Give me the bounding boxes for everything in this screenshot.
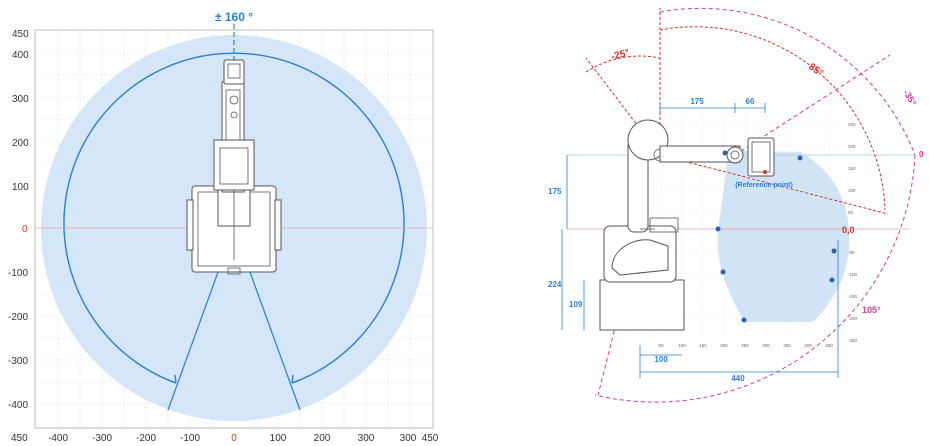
- grid-x-tick: 50: [658, 343, 664, 348]
- grid-y-tick: -150: [848, 294, 858, 299]
- arc-85: [659, 26, 886, 211]
- reference-point-label: (Reference point): [735, 182, 793, 189]
- dim-224: 224: [548, 280, 562, 289]
- x-tick: 300: [358, 433, 375, 444]
- x-tick: 0: [231, 433, 237, 444]
- x-tick: -300: [92, 433, 112, 444]
- reach-point: [722, 150, 728, 156]
- reach-point: [720, 269, 726, 275]
- robot-side-view: [599, 119, 775, 331]
- reach-point: [741, 317, 747, 323]
- y-tick: 450: [12, 29, 29, 40]
- dim-440: 440: [731, 374, 745, 383]
- y-tick: -200: [8, 312, 28, 323]
- rotation-arrow-right: [291, 374, 301, 384]
- dim-175-top: 175: [690, 97, 704, 106]
- grid-x-tick: 400: [804, 343, 812, 348]
- angle-label-105: 105°: [862, 305, 881, 315]
- y-tick: -100: [8, 268, 28, 279]
- x-tick: -100: [180, 433, 200, 444]
- grid-x-tick: 450: [825, 343, 833, 348]
- robot-top-view: [186, 59, 282, 275]
- y-tick: 200: [12, 138, 29, 149]
- grid-y-tick: 250: [848, 122, 856, 127]
- ray-85: [659, 154, 889, 215]
- grid-x-tick: 350: [783, 343, 791, 348]
- reach-point: [797, 155, 803, 161]
- y-tick: -400: [8, 400, 28, 411]
- side-grid-x-ticks: 50 100 150 200 250 300 350 400 450: [658, 343, 833, 348]
- x-tick: -200: [136, 433, 156, 444]
- x-tick: 450: [11, 433, 28, 444]
- grid-y-tick: -200: [848, 316, 858, 321]
- grid-y-tick: -100: [848, 272, 858, 277]
- dimension-lines: [561, 103, 839, 378]
- rotation-arc: [63, 52, 405, 384]
- reach-point: [829, 277, 835, 283]
- side-grid-y-ticks: 250 200 150 100 50 -50 -100 -150 -200 -2…: [848, 122, 858, 343]
- grid-x-tick: 300: [762, 343, 770, 348]
- side-view-envelope: [717, 150, 850, 322]
- right-edge-label: 0: [919, 150, 924, 159]
- origin-label: 0,0: [842, 225, 855, 235]
- y-tick: 300: [12, 94, 29, 105]
- grid-x-tick: 150: [699, 343, 707, 348]
- grid-x-tick: 100: [678, 343, 686, 348]
- x-tick: -400: [48, 433, 68, 444]
- arc-lower: [594, 154, 916, 403]
- dim-66: 66: [746, 97, 755, 106]
- reach-point: [831, 248, 837, 254]
- grid-y-tick: 150: [848, 166, 856, 171]
- x-tick: 450: [422, 433, 439, 444]
- x-tick: 200: [314, 433, 331, 444]
- dim-109: 109: [569, 300, 583, 309]
- x-tick: 100: [270, 433, 287, 444]
- y-tick: -300: [8, 356, 28, 367]
- dim-100: 100: [654, 355, 668, 364]
- top-view: ± 160 ° 450 400 300 200 100 0 -100 -200 …: [8, 10, 439, 444]
- grid-y-tick: 50: [848, 210, 854, 215]
- grid-y-tick: -50: [848, 250, 855, 255]
- dim-175-left: 175: [548, 187, 562, 196]
- rotation-arrow-left: [167, 374, 177, 384]
- y-tick: 100: [12, 182, 29, 193]
- grid-x-tick: 200: [720, 343, 728, 348]
- arc-inner: [585, 55, 661, 73]
- grid-y-tick: -250: [848, 338, 858, 343]
- reach-point: [715, 226, 721, 232]
- grid-y-tick: 100: [848, 188, 856, 193]
- y-tick: 0: [22, 224, 28, 235]
- y-tick: 400: [12, 50, 29, 61]
- arc-outer: [659, 7, 916, 156]
- top-view-y-ticks: 450 400 300 200 100 0 -100 -200 -300 -40…: [8, 29, 29, 411]
- top-view-x-ticks: 450 -400 -300 -200 -100 0 100 200 300 30…: [11, 433, 439, 444]
- reach-points: [715, 150, 837, 323]
- angle-label-minus35: -35°: [901, 88, 918, 108]
- angle-label-minus25: -25°: [610, 47, 631, 62]
- grid-y-tick: 200: [848, 144, 856, 149]
- rotation-label: ± 160 °: [215, 10, 253, 24]
- grid-x-tick: 250: [741, 343, 749, 348]
- x-tick: 300: [400, 433, 417, 444]
- side-view: 50 100 150 200 250 300 350 400 450 250 2…: [548, 7, 924, 403]
